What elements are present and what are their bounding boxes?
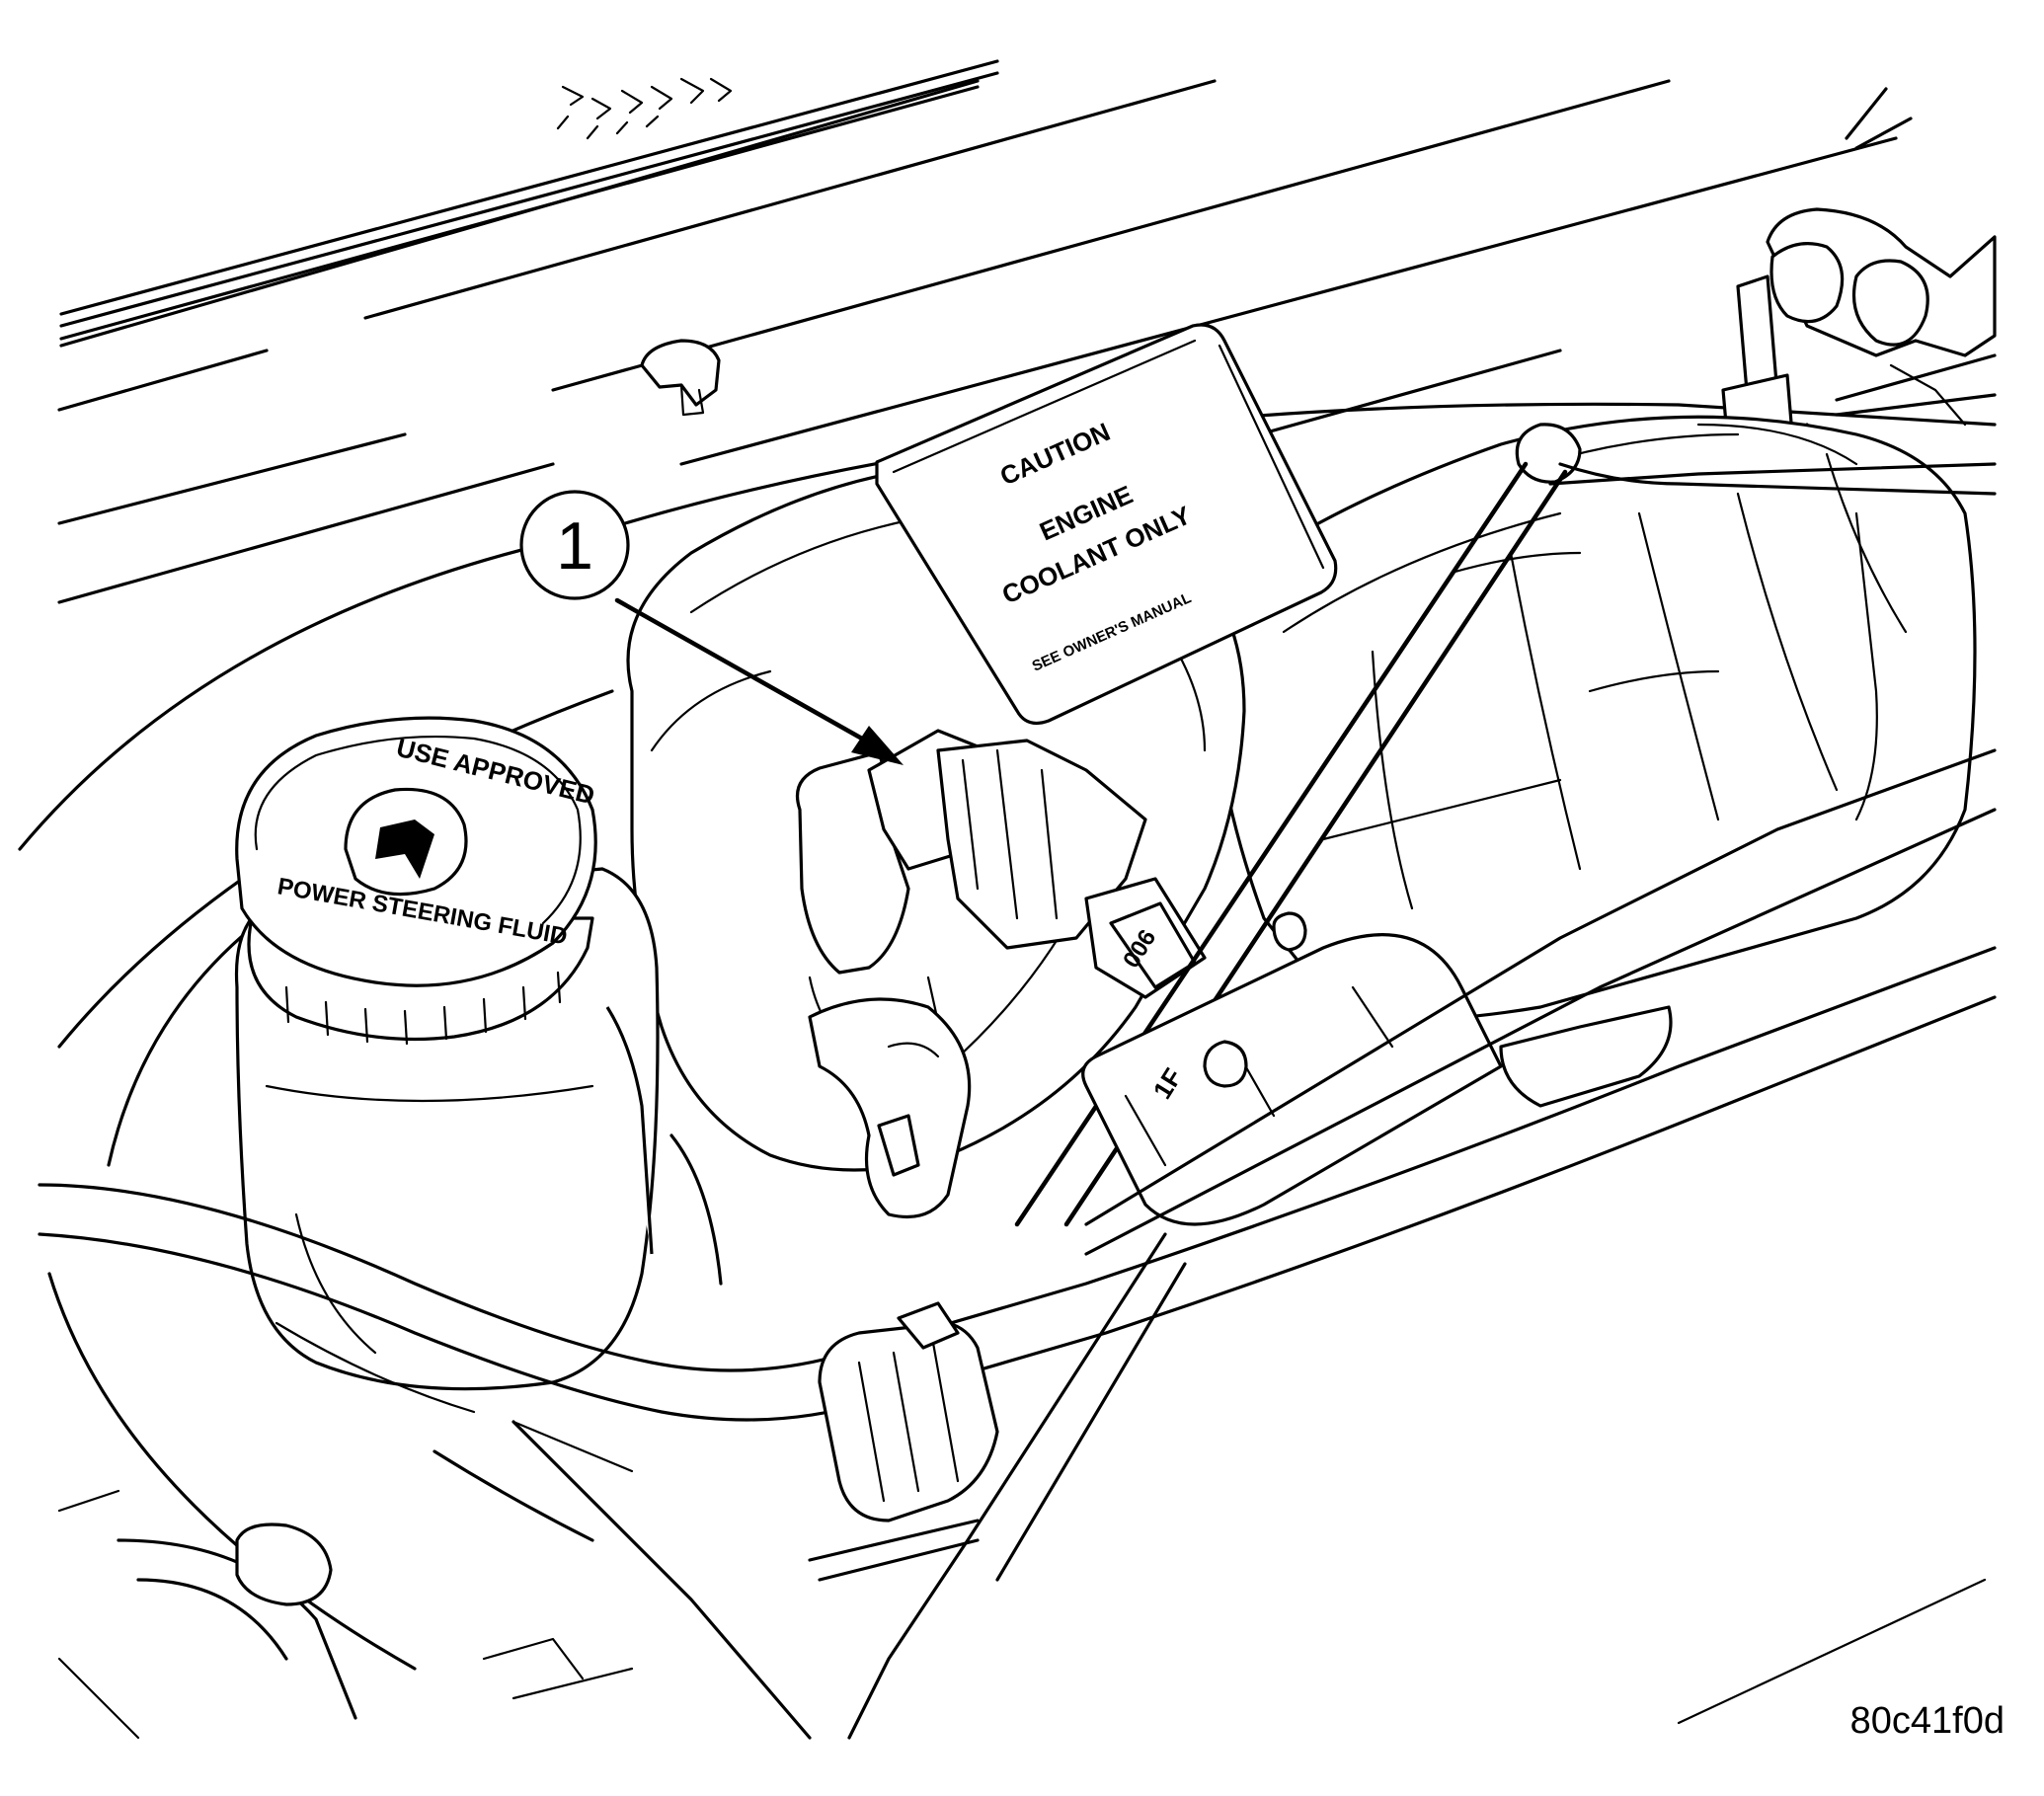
callout-number: 1 [556,508,593,584]
reservoir-hoses [808,997,972,1219]
coolant-caution-label: CAUTION ENGINE COOLANT ONLY SEE OWNER'S … [875,323,1338,725]
lower-diagonal-hose: 1F [1081,748,1997,1256]
foreground-hose [38,946,1997,1473]
figure-id-group: 80c41f0d [1677,1578,2005,1742]
callout-1: 1 [519,490,904,765]
sensor-connector: 006 [795,729,1307,1137]
hose-clamp [808,1301,999,1582]
power-steering-cap: USE APPROVED POWER STEERING FLUID [235,716,597,1046]
hood-panel-lines [57,59,1898,604]
lower-engine-parts [57,1232,1187,1740]
top-hatch-strip [556,77,733,140]
callout-arrowhead [851,726,904,765]
upper-right-hardware [1721,87,1997,525]
figure-id: 80c41f0d [1850,1700,2005,1742]
